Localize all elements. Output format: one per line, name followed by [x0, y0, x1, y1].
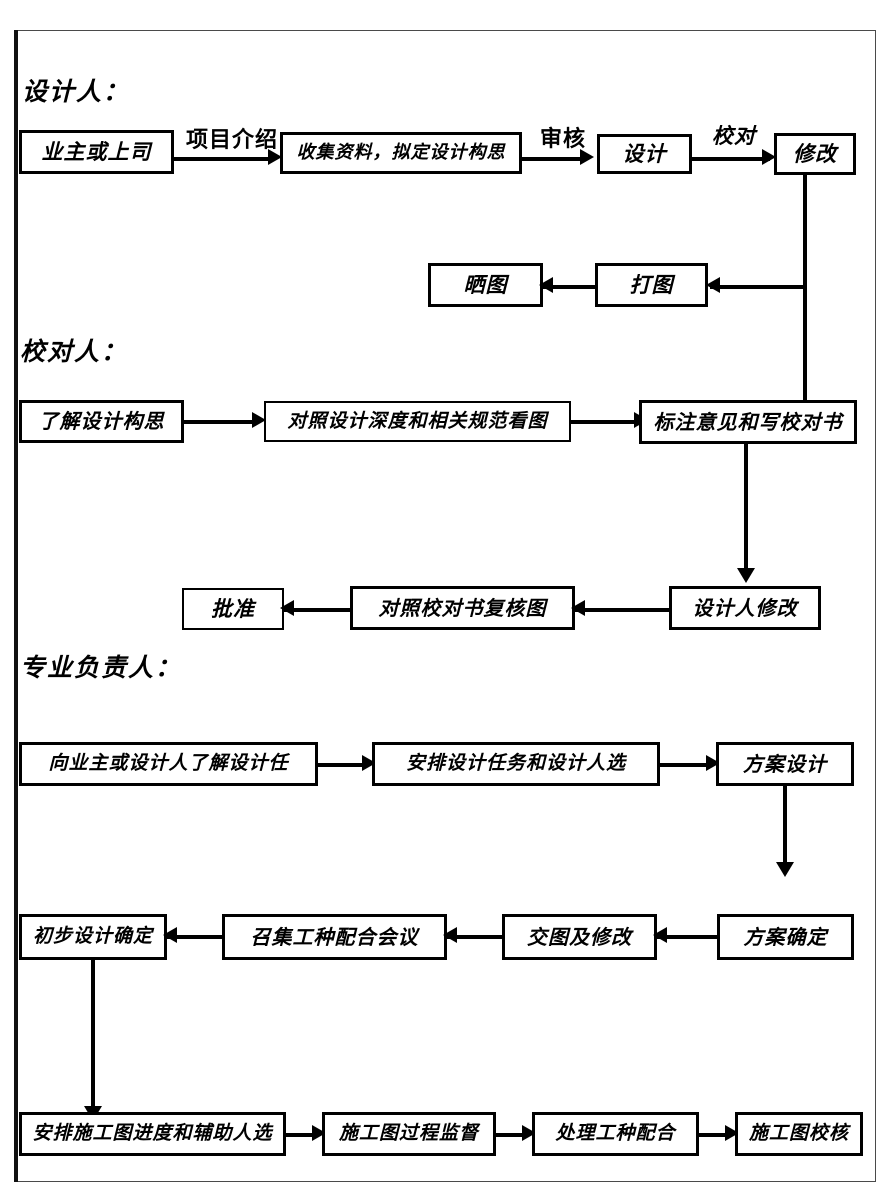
node-submit-revise[interactable]: 交图及修改 [502, 914, 657, 960]
arrowhead-right-collect-to-design [580, 149, 594, 165]
edge-owner-to-collect [174, 157, 274, 161]
node-plot[interactable]: 打图 [595, 263, 708, 307]
section-title-lead: 专业负责人： [20, 653, 183, 682]
edge-revise-to-plot [710, 285, 805, 289]
edge-label-project-intro: 项目介绍 [186, 128, 279, 153]
arrowhead-left-revise-to-plot [706, 277, 720, 293]
edge-collect-to-design [522, 157, 584, 161]
node-cd-check[interactable]: 施工图校核 [735, 1112, 863, 1156]
edge-understand-to-check [184, 420, 258, 424]
arrowhead-right-design-to-revise [762, 149, 776, 165]
arrowhead-down-mark-to-designer-revise [737, 568, 755, 583]
edge-ask-to-assign [318, 763, 368, 767]
edge-check-to-mark [571, 420, 641, 424]
node-check-depth-specs[interactable]: 对照设计深度和相关规范看图 [264, 401, 571, 442]
node-collect-conception[interactable]: 收集资料，拟定设计构思 [280, 132, 522, 174]
edge-scheme-design-down [783, 786, 787, 866]
node-design[interactable]: 设计 [597, 134, 692, 174]
node-handle-trade-coord[interactable]: 处理工种配合 [532, 1112, 699, 1156]
edge-mark-to-designer-revise [744, 444, 748, 572]
node-trade-meeting[interactable]: 召集工种配合会议 [222, 914, 447, 960]
node-owner-or-boss[interactable]: 业主或上司 [19, 130, 174, 174]
edge-prelim-to-arrange [91, 960, 95, 1110]
node-prelim-design-fixed[interactable]: 初步设计确定 [19, 914, 167, 960]
edge-confirmed-to-submit [657, 935, 717, 939]
edge-label-review: 审核 [540, 127, 587, 152]
node-ask-owner-designer[interactable]: 向业主或设计人了解设计任 [19, 742, 318, 786]
node-revise[interactable]: 修改 [774, 133, 856, 175]
edge-arrange-to-supervision [286, 1133, 318, 1137]
node-approve[interactable]: 批准 [182, 588, 284, 630]
node-arrange-cd-schedule[interactable]: 安排施工图进度和辅助人选 [19, 1112, 286, 1156]
edge-recheck-to-approve [284, 608, 350, 612]
edge-design-to-revise [692, 157, 770, 161]
edge-assign-to-scheme [660, 763, 712, 767]
arrowhead-left-confirmed-to-submit [653, 927, 667, 943]
arrowhead-left-plot-to-blueprint [539, 277, 553, 293]
arrowhead-left-submit-to-meeting [443, 927, 457, 943]
edge-meeting-to-prelim [167, 935, 222, 939]
node-scheme-design[interactable]: 方案设计 [716, 742, 854, 786]
node-designer-revise[interactable]: 设计人修改 [669, 586, 821, 630]
node-recheck-drawing[interactable]: 对照校对书复核图 [350, 586, 575, 630]
edge-designer-revise-to-recheck [575, 608, 670, 612]
node-scheme-confirmed[interactable]: 方案确定 [717, 914, 854, 960]
node-assign-task-people[interactable]: 安排设计任务和设计人选 [372, 742, 660, 786]
edge-supervision-to-coord [496, 1133, 528, 1137]
arrowhead-right-owner-to-collect [268, 149, 282, 165]
arrowhead-down-scheme-design [776, 862, 794, 877]
edge-revise-trunk-vertical [803, 175, 807, 403]
node-cd-supervision[interactable]: 施工图过程监督 [322, 1112, 496, 1156]
edge-submit-to-meeting [447, 935, 502, 939]
arrowhead-right-understand-to-check [252, 412, 266, 428]
edge-coord-to-cd-check [699, 1133, 731, 1137]
edge-label-proofread: 校对 [712, 124, 756, 148]
node-mark-write-proof[interactable]: 标注意见和写校对书 [639, 400, 857, 444]
arrowhead-left-designer-revise-to-recheck [571, 600, 585, 616]
arrowhead-left-recheck-to-approve [280, 600, 294, 616]
arrowhead-left-meeting-to-prelim [163, 927, 177, 943]
node-blueprint[interactable]: 晒图 [428, 263, 543, 307]
edge-plot-to-blueprint [543, 285, 595, 289]
section-title-proofreader: 校对人： [20, 337, 129, 366]
section-title-designer: 设计人： [22, 77, 131, 106]
left-margin-rule [14, 30, 18, 1182]
node-understand-conception[interactable]: 了解设计构思 [19, 400, 184, 443]
